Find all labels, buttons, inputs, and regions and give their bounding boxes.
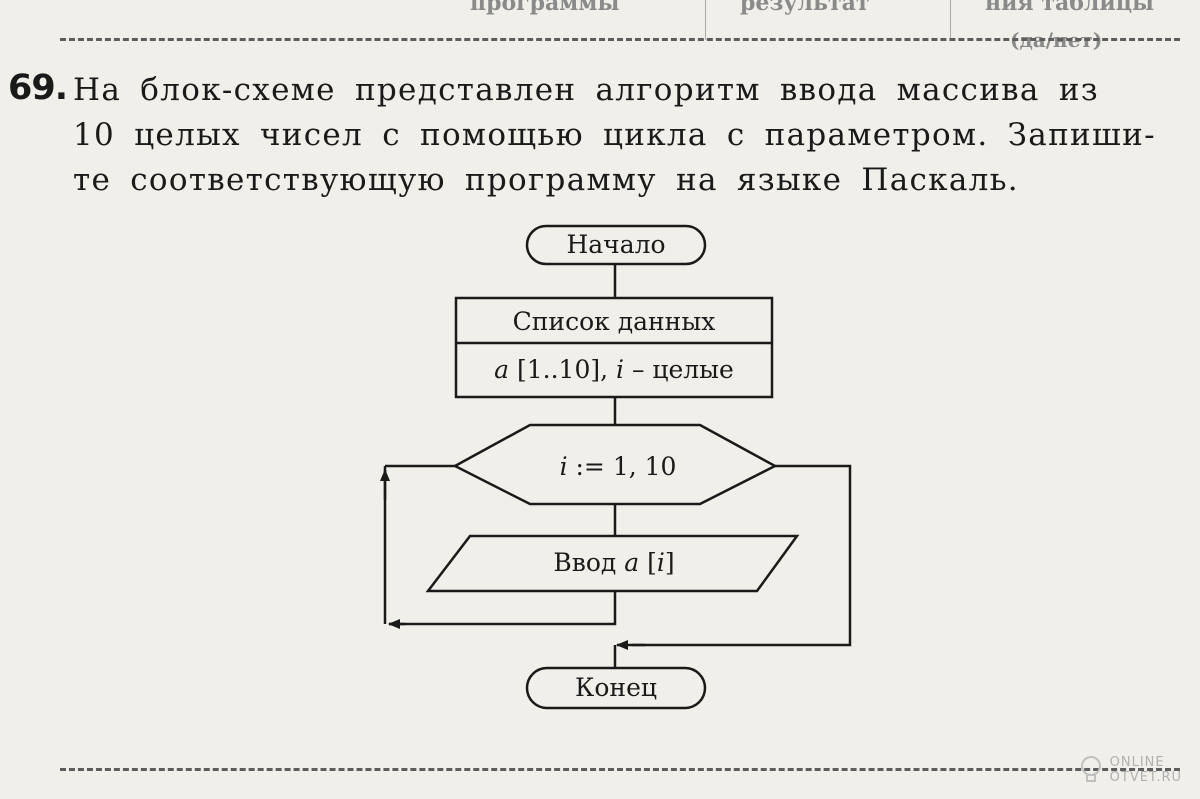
loop-back-line	[389, 591, 617, 626]
separator-bottom	[60, 768, 1180, 771]
header-col-result: результат	[740, 0, 870, 16]
loop-var-i: i	[560, 452, 568, 481]
input-label: Ввод a [i]	[553, 548, 674, 577]
input-word: Ввод	[553, 548, 624, 577]
input-bracket-open: [	[639, 548, 657, 577]
watermark-line1: ONLINE	[1109, 755, 1165, 770]
loop-label: i := 1, 10	[560, 452, 677, 481]
loop-range: := 1, 10	[568, 452, 677, 481]
problem-number: 69.	[8, 68, 68, 108]
header-col-programs: программы	[470, 0, 620, 16]
watermark: ONLINE OTVET.RU	[1080, 755, 1182, 785]
data-type: – целые	[624, 355, 734, 384]
input-parallelogram	[425, 534, 800, 593]
data-range: [1..10],	[509, 355, 616, 384]
watermark-line2: OTVET.RU	[1109, 770, 1182, 785]
header-divider	[950, 0, 951, 40]
problem-text: На блок-схеме представлен алгоритм ввода…	[73, 72, 1156, 198]
data-body-label: a [1..10], i – целые	[494, 355, 734, 384]
table-header-remnant: программы результат ния таблицы (да/нет)	[430, 0, 1200, 52]
input-bracket-close: ]	[665, 548, 675, 577]
separator-top	[60, 38, 1180, 41]
data-var-i: i	[616, 355, 624, 384]
end-label: Конец	[575, 673, 657, 702]
lightbulb-icon	[1080, 756, 1101, 782]
input-var-a: a	[624, 548, 639, 577]
loop-exit-line	[632, 464, 852, 647]
end-terminator	[525, 666, 707, 710]
header-divider	[705, 0, 706, 40]
data-var-a: a	[494, 355, 509, 384]
start-label: Начало	[566, 230, 665, 259]
header-col-table: ния таблицы	[985, 0, 1155, 16]
data-header-label: Список данных	[513, 307, 716, 336]
input-var-i: i	[657, 548, 665, 577]
